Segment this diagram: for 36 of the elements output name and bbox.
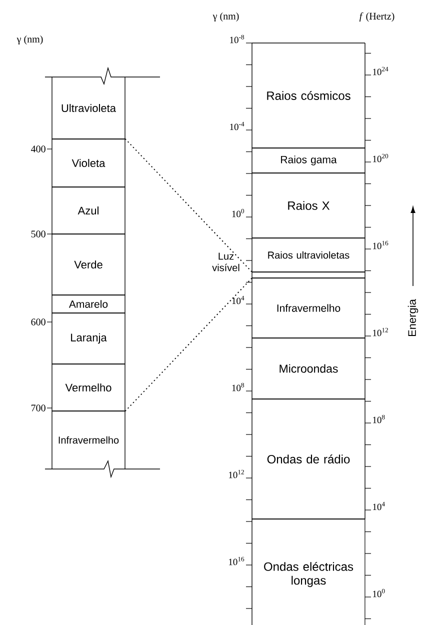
spectrum-band: Infravermelho [52, 410, 126, 470]
spectrum-band: Raios ultravioletas [252, 238, 366, 272]
tick-label: 10$^{4}$ [232, 296, 244, 304]
tick-label: 700 [31, 404, 46, 412]
spectrum-band: Microondas [252, 338, 366, 400]
tick-label: 10$^{8}$ [373, 414, 385, 424]
spectrum-band: Violeta [52, 138, 126, 188]
spectrum-band: Ultravioleta [52, 76, 126, 140]
tick-label: 10$^{16}$ [373, 240, 388, 250]
tick-label: 10$^{-8}$ [230, 34, 244, 44]
tick-label: 400 [31, 146, 46, 152]
spectrum-band: Laranja [52, 312, 126, 364]
tick-label: 10$^{0}$ [232, 208, 244, 218]
spectrum-band: Ondas eléctricas longas [252, 518, 366, 625]
tick-label: 10$^{-4}$ [230, 122, 244, 130]
spectrum-band: Raios X [252, 172, 366, 238]
spectrum-band: Azul [52, 186, 126, 234]
tick-label: 10$^{8}$ [232, 382, 244, 392]
axis-title: γ (nm) [16, 35, 43, 45]
spectrum-band: Ondas de rádio [252, 398, 366, 520]
spectrum-band: Infravermelho [252, 278, 366, 338]
spectrum-band: Raios gama [252, 148, 366, 174]
axis-label: Energia [408, 299, 418, 336]
dotted-line [124, 138, 252, 272]
spectrum-band: Amarelo [52, 294, 126, 314]
tick-label: 600 [31, 318, 46, 326]
dotted-line [124, 278, 252, 412]
tick-label: 500 [31, 230, 46, 238]
axis-title: γ (nm) [212, 12, 239, 22]
spectrum-band: Verde [52, 234, 126, 296]
tick-label: 10$^{12}$ [373, 328, 388, 336]
spectrum-band: Vermelho [52, 364, 126, 412]
spectrum-band: Raios cósmicos [252, 42, 366, 148]
axis-title: f (Hertz) [359, 12, 394, 22]
tick-label: 10$^{20}$ [373, 154, 388, 162]
tick-label: 10$^{4}$ [373, 502, 385, 510]
